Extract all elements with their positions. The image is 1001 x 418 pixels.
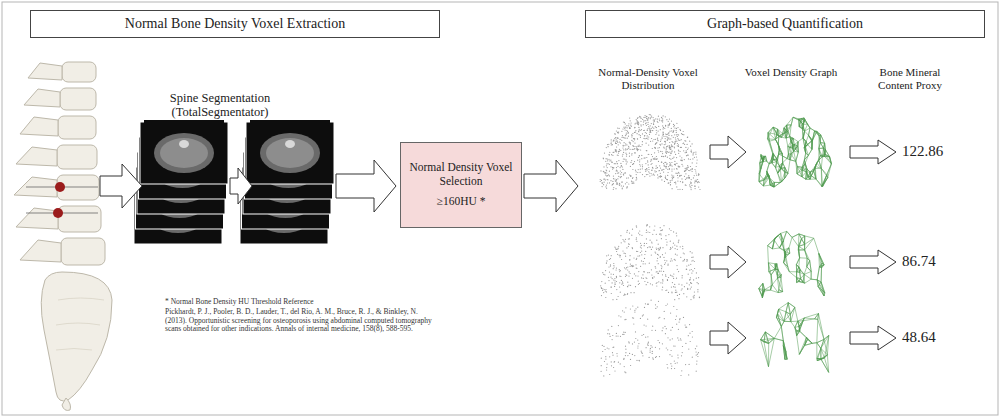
spine-illustration: [14, 62, 112, 410]
footnote-heading: * Normal Bone Density HU Threshold Refer…: [165, 298, 455, 307]
ct-slice-stacks: [134, 120, 334, 244]
box-title: Normal Density Voxel Selection: [407, 161, 515, 189]
stage-label: Spine Segmentation (TotalSegmentator): [155, 91, 285, 120]
box-title: Normal Bone Density Voxel Extraction: [125, 16, 345, 33]
column-header: Bone Mineral Content Proxy: [862, 66, 958, 91]
box-title: Graph-based Quantification: [707, 16, 863, 33]
proxy-value: 48.64: [902, 329, 972, 346]
reference-citation: Pickhardt, P. J., Pooler, B. D., Lauder,…: [165, 308, 437, 334]
voxel-graphs: [759, 117, 832, 372]
box-threshold: ≥160HU *: [437, 195, 486, 209]
proxy-value: 122.86: [902, 143, 972, 160]
section-header-box: Graph-based Quantification: [585, 10, 985, 38]
section-header-box: Normal Bone Density Voxel Extraction: [30, 10, 440, 38]
block-arrows: [100, 136, 896, 354]
column-header: Voxel Density Graph: [736, 66, 846, 79]
voxel-distributions: [600, 114, 701, 377]
proxy-value: 86.74: [902, 253, 972, 270]
column-header: Normal-Density Voxel Distribution: [586, 66, 710, 91]
process-box: Normal Density Voxel Selection ≥160HU *: [400, 142, 522, 228]
